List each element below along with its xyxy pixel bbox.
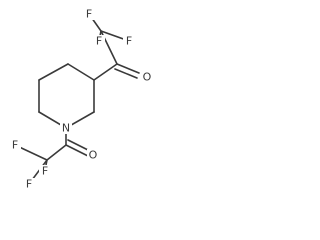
atom-f5-label: F — [42, 165, 48, 178]
atom-f5: F — [39, 165, 51, 178]
bond-ring-c3-c4 — [67, 63, 95, 81]
atom-n: N — [60, 122, 72, 135]
atom-f6: F — [23, 178, 35, 191]
atom-o-top: O — [141, 71, 153, 84]
atom-o-top-label: O — [143, 71, 152, 84]
bond-carbonyl-o-bottom-1 — [65, 144, 91, 158]
atom-f4: F — [9, 139, 21, 152]
bonds — [14, 13, 140, 185]
atom-f1-label: F — [86, 8, 92, 21]
bond-ring-c4-c5 — [38, 63, 69, 81]
atom-o-bottom: O — [87, 149, 99, 162]
atom-n-label: N — [62, 122, 70, 135]
atom-f3-label: F — [126, 35, 132, 48]
bond-carbonyl-o-top-1 — [116, 63, 140, 74]
atom-f4-label: F — [12, 139, 18, 152]
atom-f3: F — [123, 35, 135, 48]
bond-carbonyl-cf3bottom — [46, 144, 67, 161]
atom-f6-label: F — [26, 178, 32, 191]
atom-o-bottom-label: O — [89, 149, 98, 162]
atom-f1: F — [83, 8, 95, 21]
bond-carbonyl-o-top-2 — [114, 68, 138, 79]
atom-labels: F F F O N O F F — [9, 8, 153, 191]
bond-carbonyl-ring-c3 — [93, 63, 118, 81]
atom-f2: F — [93, 35, 105, 48]
molecule-structure: F F F O N O F F — [9, 8, 153, 191]
atom-f2-label: F — [96, 35, 102, 48]
